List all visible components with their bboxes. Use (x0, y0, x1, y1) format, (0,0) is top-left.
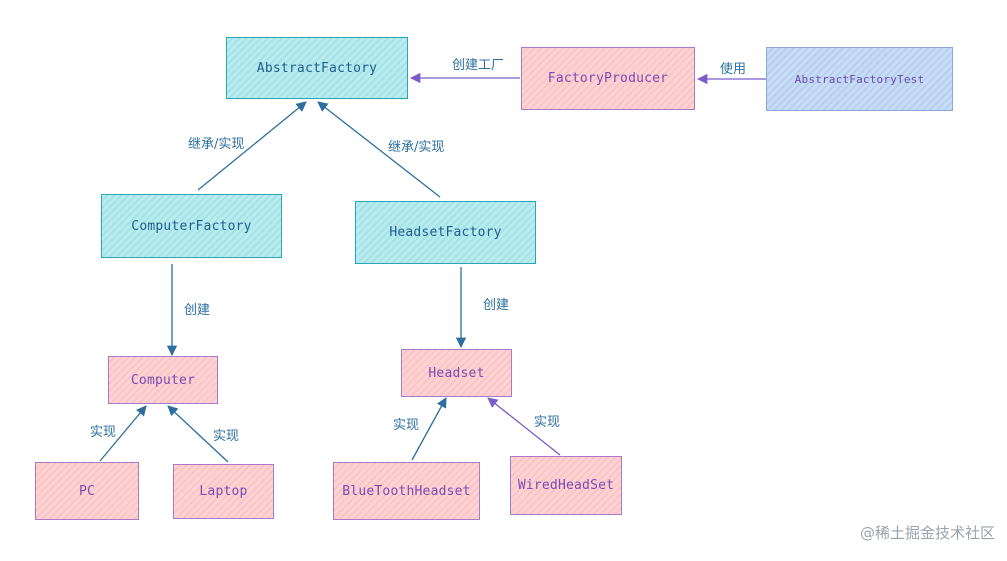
edge-wired-to-headset (487, 397, 561, 456)
edge-laptop-to-computer (167, 405, 229, 463)
edge-computerfactory-to-abstractfactory (197, 101, 307, 191)
edge-headsetfactory-to-abstractfactory (317, 101, 441, 198)
node-pc[interactable]: PC (35, 462, 139, 520)
edge-pc-to-computer (99, 405, 147, 462)
label-impl-pc: 实现 (90, 425, 117, 440)
label-create-right: 创建 (483, 298, 510, 313)
node-wired-headset[interactable]: WiredHeadSet (510, 456, 622, 515)
watermark: @稀土掘金技术社区 (859, 524, 995, 542)
label-impl-laptop: 实现 (213, 429, 240, 444)
node-headset-factory[interactable]: HeadsetFactory (355, 201, 536, 264)
node-bluetooth-headset[interactable]: BlueToothHeadset (333, 462, 480, 520)
label-use: 使用 (720, 62, 747, 77)
label-impl-wired: 实现 (534, 415, 561, 430)
node-laptop[interactable]: Laptop (173, 464, 274, 519)
node-headset[interactable]: Headset (401, 349, 512, 397)
label-create-factory: 创建工厂 (452, 58, 505, 73)
label-impl-bluetooth: 实现 (393, 418, 420, 433)
node-abstract-factory-test[interactable]: AbstractFactoryTest (766, 47, 953, 111)
label-create-left: 创建 (184, 303, 211, 318)
node-computer-factory[interactable]: ComputerFactory (101, 194, 282, 258)
node-abstract-factory[interactable]: AbstractFactory (226, 37, 408, 99)
edge-bluetooth-to-headset (411, 397, 447, 461)
node-computer[interactable]: Computer (108, 356, 218, 404)
node-factory-producer[interactable]: FactoryProducer (521, 47, 695, 110)
label-inherit-right: 继承/实现 (388, 140, 445, 155)
label-inherit-left: 继承/实现 (188, 137, 245, 152)
